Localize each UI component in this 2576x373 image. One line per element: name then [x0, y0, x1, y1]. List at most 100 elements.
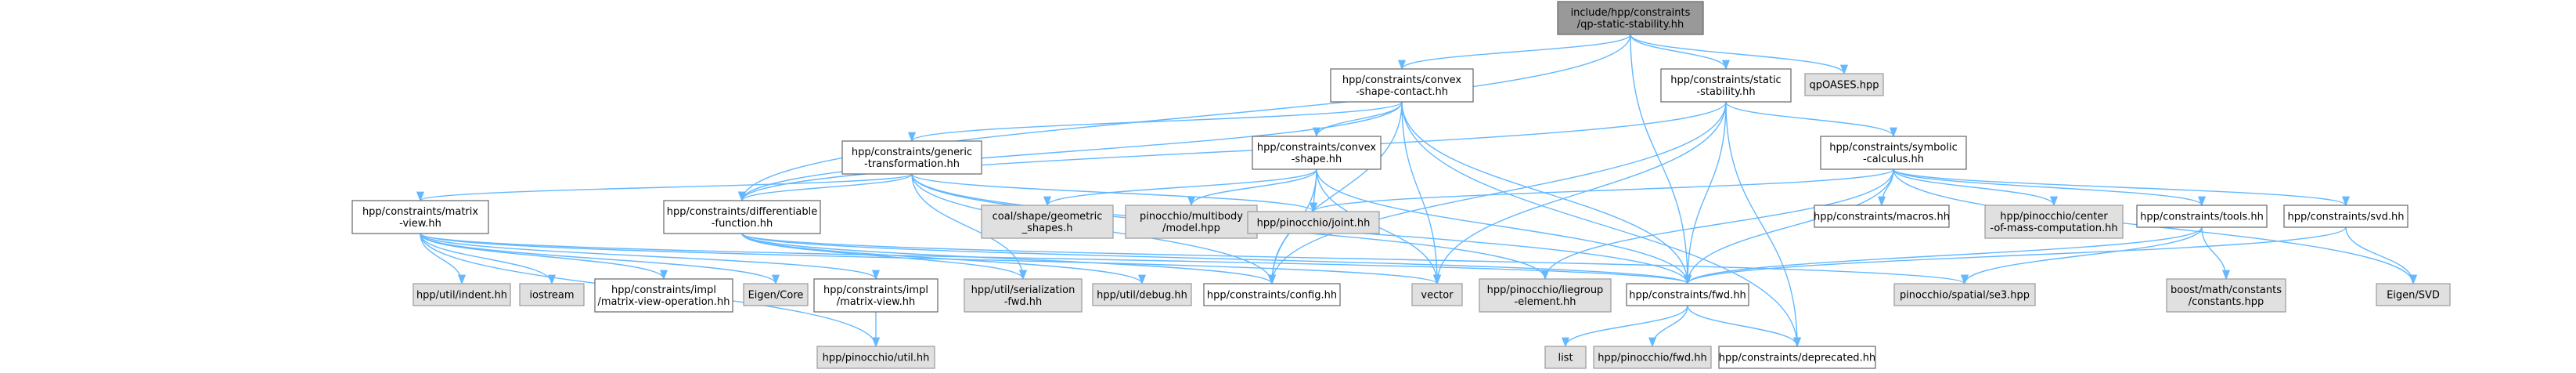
- node-box: [981, 205, 1114, 239]
- node-matrixview[interactable]: hpp/constraints/matrix-view.hh: [351, 200, 489, 234]
- node-label-line: /constants.hpp: [2189, 296, 2264, 308]
- edge-convexshapecontact-to-difffunction: [738, 101, 1403, 202]
- node-label-line: hpp/constraints/matrix: [362, 206, 478, 218]
- node-label-line: pinocchio/multibody: [1140, 211, 1243, 223]
- node-label-line: -shape.hh: [1292, 154, 1342, 165]
- node-pincom: hpp/pinocchio/center-of-mass-computation…: [1984, 205, 2124, 239]
- edge-convexshape-to-coal: [1043, 168, 1317, 207]
- node-serial: hpp/util/serialization-fwd.hh: [964, 278, 1083, 313]
- edge-matrixview-to-fwd: [420, 233, 1692, 285]
- node-eigensvd: Eigen/SVD: [2376, 283, 2451, 306]
- node-config[interactable]: hpp/constraints/config.hh: [1203, 283, 1341, 306]
- node-mvop[interactable]: hpp/constraints/impl/matrix-view-operati…: [594, 278, 733, 313]
- edge-staticstability-to-symbolic: [1725, 101, 1897, 138]
- node-label-line: hpp/pinocchio/util.hh: [823, 353, 930, 364]
- node-pinjoint: hpp/pinocchio/joint.hh: [1247, 211, 1380, 234]
- edge-matrixview-to-vector: [420, 233, 1441, 285]
- node-pinfwd: hpp/pinocchio/fwd.hh: [1593, 346, 1712, 369]
- node-label-line: boost/math/constants: [2171, 284, 2282, 296]
- node-generictransform[interactable]: hpp/constraints/generic-transformation.h…: [841, 140, 982, 175]
- node-box: [1593, 346, 1712, 369]
- node-convexshapecontact[interactable]: hpp/constraints/convex-shape-contact.hh: [1330, 68, 1474, 103]
- node-label-line: -fwd.hh: [1004, 296, 1043, 308]
- edge-difffunction-to-serial: [741, 233, 1027, 281]
- node-box: [1479, 278, 1612, 313]
- edge-svd-to-eigensvd: [2345, 226, 2418, 285]
- edge-matrixview-to-indent: [420, 233, 467, 285]
- node-box: [2136, 205, 2268, 228]
- edge-fwd-to-pinfwd: [1648, 305, 1688, 348]
- node-box: [1626, 283, 1749, 306]
- edge-difffunction-to-se3: [741, 233, 1969, 285]
- node-root[interactable]: include/hpp/constraints/qp-static-stabil…: [1557, 1, 1704, 35]
- edge-matrixview-to-eigencore: [420, 233, 780, 285]
- edge-root-to-staticstability: [1630, 34, 1730, 71]
- node-symbolic[interactable]: hpp/constraints/symbolic-calculus.hh: [1820, 136, 1967, 170]
- node-box: [816, 346, 935, 369]
- node-label-line: hpp/util/serialization: [971, 284, 1075, 296]
- node-box: [2166, 278, 2286, 313]
- node-box: [1247, 211, 1380, 234]
- edge-fwd-to-list: [1562, 305, 1688, 348]
- edge-root-to-convexshapecontact: [1398, 34, 1631, 71]
- node-label-line: hpp/constraints/impl: [823, 284, 928, 296]
- node-box: [1330, 68, 1474, 103]
- edge-root-to-qpoases: [1630, 34, 1848, 75]
- node-label-line: Eigen/SVD: [2387, 290, 2440, 302]
- edge-generictransform-to-matrixview: [416, 173, 913, 202]
- node-convexshape[interactable]: hpp/constraints/convex-shape.hh: [1252, 136, 1382, 170]
- node-label-line: -transformation.hh: [864, 158, 960, 170]
- node-pinutil: hpp/pinocchio/util.hh: [816, 346, 935, 369]
- node-label-line: hpp/constraints/svd.hh: [2287, 212, 2404, 223]
- node-fwd[interactable]: hpp/constraints/fwd.hh: [1626, 283, 1749, 306]
- node-macros[interactable]: hpp/constraints/macros.hh: [1814, 205, 1950, 228]
- node-label-line: hpp/constraints/convex: [1257, 142, 1377, 154]
- edge-staticstability-to-config: [1268, 101, 1727, 285]
- edge-staticstability-to-difffunction: [738, 101, 1727, 202]
- node-label-line: iostream: [529, 290, 574, 302]
- edge-matrixview-to-mvimpl: [420, 233, 880, 281]
- node-box: [841, 140, 982, 175]
- node-debug: hpp/util/debug.hh: [1092, 283, 1192, 306]
- node-label-line: -function.hh: [712, 218, 773, 230]
- node-box: [2283, 205, 2408, 228]
- node-box: [594, 278, 733, 313]
- node-vector: vector: [1411, 283, 1463, 306]
- node-box: [1092, 283, 1192, 306]
- node-box: [1814, 205, 1950, 228]
- edge-tools-to-boostmath: [2201, 226, 2231, 281]
- node-label-line: -element.hh: [1515, 296, 1576, 308]
- node-staticstability[interactable]: hpp/constraints/static-stability.hh: [1660, 68, 1792, 103]
- node-svd[interactable]: hpp/constraints/svd.hh: [2283, 205, 2408, 228]
- node-box: [2376, 283, 2451, 306]
- edge-convexshape-to-pinmodel: [1187, 168, 1317, 207]
- node-deprecated[interactable]: hpp/constraints/deprecated.hh: [1718, 346, 1876, 369]
- node-label-line: include/hpp/constraints: [1571, 7, 1691, 19]
- node-tools[interactable]: hpp/constraints/tools.hh: [2136, 205, 2268, 228]
- edge-difffunction-to-config: [741, 233, 1276, 285]
- node-box: [964, 278, 1083, 313]
- node-se3: pinocchio/spatial/se3.hpp: [1893, 283, 2036, 306]
- node-mvimpl[interactable]: hpp/constraints/impl/matrix-view.hh: [813, 278, 939, 313]
- node-box: [1203, 283, 1341, 306]
- node-label-line: -calculus.hh: [1863, 154, 1924, 165]
- node-label-line: hpp/pinocchio/liegroup: [1487, 284, 1604, 296]
- edge-convexshapecontact-to-generictransform: [908, 101, 1403, 143]
- node-box: [743, 283, 809, 306]
- edge-difffunction-to-fwd: [741, 233, 1692, 285]
- edge-matrixview-to-mvop: [420, 233, 668, 281]
- edge-svd-to-fwd: [1684, 226, 2347, 285]
- file-nodes: include/hpp/constraints/qp-static-stabil…: [351, 1, 2451, 369]
- node-label-line: hpp/pinocchio/fwd.hh: [1598, 353, 1707, 364]
- node-label-line: hpp/constraints/impl: [611, 284, 716, 296]
- edge-symbolic-to-tools: [1893, 168, 2206, 207]
- edge-generictransform-to-difffunction: [738, 173, 913, 202]
- edge-staticstability-to-fwd: [1683, 101, 1727, 285]
- edge-convexshapecontact-to-config: [1267, 101, 1403, 285]
- node-difffunction[interactable]: hpp/constraints/differentiable-function.…: [663, 200, 821, 234]
- node-box: [519, 283, 585, 306]
- node-label-line: list: [1558, 353, 1573, 364]
- node-box: [813, 278, 939, 313]
- edge-staticstability-to-vector: [1432, 101, 1727, 285]
